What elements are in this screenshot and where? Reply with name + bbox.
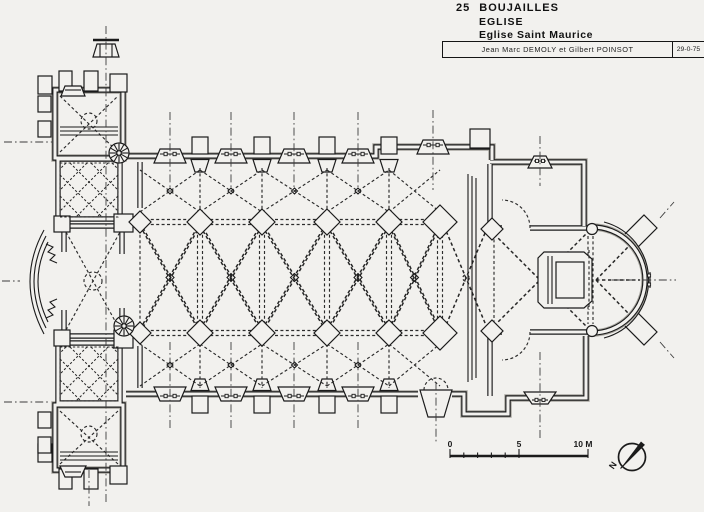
authors: Jean Marc DEMOLY et Gilbert POINSOT xyxy=(442,42,672,57)
chancel-steps xyxy=(467,174,477,382)
buttresses xyxy=(37,70,491,490)
apse-buttresses xyxy=(623,214,658,346)
drawing-reference: 29-0-75 xyxy=(672,42,704,57)
section-symbol xyxy=(92,38,120,58)
south-tower-bay-hatch xyxy=(59,346,119,402)
department-number: 25 xyxy=(456,2,471,14)
commune-name: BOUJAILLES xyxy=(479,2,559,14)
title-block-line1: 25 BOUJAILLES xyxy=(456,2,559,14)
windows xyxy=(59,85,652,478)
north-tower-bay-hatch xyxy=(59,162,119,218)
north-arrow-icon: N xyxy=(607,441,647,472)
building-name: Eglise Saint Maurice xyxy=(479,29,594,41)
axis-lines xyxy=(2,26,676,506)
building-type: EGLISE xyxy=(479,16,524,28)
scale-bar: 0 5 10 M xyxy=(448,439,593,458)
nave-pillars xyxy=(128,204,599,351)
chapel-altar-steps xyxy=(60,126,118,461)
scale-label-5: 5 xyxy=(517,439,522,449)
west-porch-steps xyxy=(29,229,58,335)
north-label: N xyxy=(607,460,619,471)
title-block-author-row: Jean Marc DEMOLY et Gilbert POINSOT 29-0… xyxy=(442,41,704,58)
scale-label-0: 0 xyxy=(448,439,453,449)
scale-label-10m: 10 M xyxy=(574,439,593,449)
high-altar xyxy=(537,250,593,310)
